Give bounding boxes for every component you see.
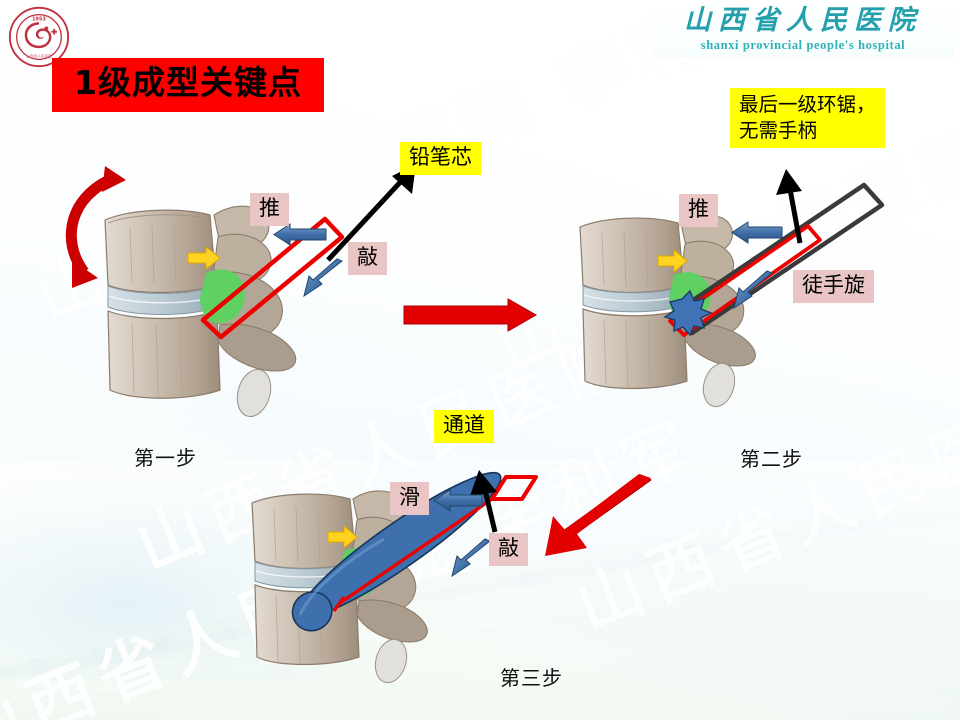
pencil-lead-label: 铅笔芯 [400, 142, 481, 175]
channel-callout-arrow [455, 468, 525, 534]
rotation-arrow-step-one [42, 160, 142, 295]
panel-step-two [570, 182, 910, 445]
push-direction-arrow-step-two [730, 221, 783, 244]
tap-label-step-three: 敲 [489, 533, 528, 566]
freehand-rotate-label: 徒手旋 [793, 270, 874, 303]
push-label-step-two: 推 [679, 194, 718, 227]
push-direction-arrow-step-one [272, 223, 327, 246]
spine-illustration-step-two [579, 182, 885, 408]
rotate-direction-arrow-step-two [730, 270, 776, 312]
hospital-name-en: shanxi provincial people's hospital [700, 38, 906, 52]
flow-arrow-step1-to-step2 [403, 298, 538, 332]
hospital-name-banner: 山西省人民医院 shanxi provincial people's hospi… [652, 2, 954, 58]
final-trephine-label: 最后一级环锯， 无需手柄 [730, 88, 885, 149]
spine-illustration-step-one [104, 205, 345, 417]
tap-label-step-one: 敲 [348, 242, 387, 275]
slide-label-step-three: 滑 [390, 482, 429, 515]
trephine-callout-arrow [770, 165, 830, 245]
page-title: 1级成型关键点 [74, 63, 302, 102]
step-label-one: 第一步 [134, 446, 197, 470]
slide-direction-arrow-step-three [432, 489, 483, 512]
hospital-logo-icon: 1953 山西省人民医院 [8, 6, 70, 68]
step-label-three: 第三步 [500, 666, 563, 690]
logo-year: 1953 [32, 16, 46, 22]
entry-point-marker-icon [657, 248, 688, 274]
svg-text:山西省人民医院: 山西省人民医院 [26, 53, 52, 58]
entry-point-marker-icon [187, 245, 221, 271]
step-label-two: 第二步 [740, 447, 803, 471]
flow-arrow-step2-to-step3 [533, 474, 653, 570]
entry-point-marker-icon [327, 524, 358, 550]
slide-title-banner: 1级成型关键点 [52, 58, 324, 112]
push-label-step-one: 推 [250, 193, 289, 226]
burst-marker-icon [663, 289, 713, 337]
channel-label: 通道 [434, 410, 494, 443]
hospital-name-cn: 山西省人民医院 [684, 5, 922, 36]
tap-direction-arrow-step-three [448, 538, 494, 580]
instrument-inner-trephine [668, 224, 822, 337]
panel-step-one [70, 165, 400, 440]
target-zone-highlight [200, 269, 245, 324]
instrument-outline-step-one [200, 216, 345, 340]
tap-direction-arrow-step-one [300, 258, 346, 300]
